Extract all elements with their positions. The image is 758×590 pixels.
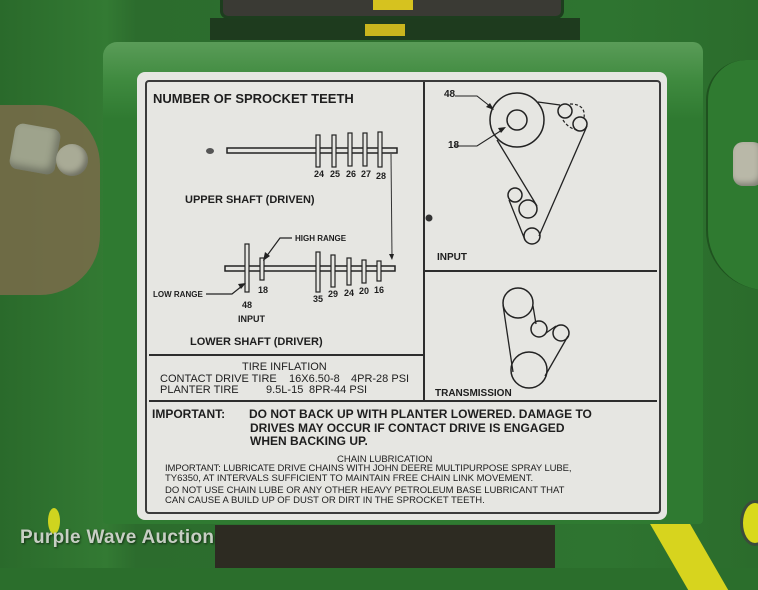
input-chain-diagram [425, 92, 588, 245]
chain-lube-line: TY6350, AT INTERVALS SUFFICIENT TO MAINT… [165, 473, 534, 484]
lower-tooth-35: 35 [313, 294, 324, 304]
divider-vertical [423, 82, 425, 400]
tire-inflation-title: TIRE INFLATION [242, 361, 327, 373]
tire-name: CONTACT DRIVE TIRE [160, 373, 277, 385]
high-range-label: HIGH RANGE [295, 234, 347, 243]
tire-size: 9.5L-15 [266, 384, 304, 396]
input-outer-label: 48 [444, 89, 456, 100]
instruction-decal: NUMBER OF SPROCKET TEETH 24 25 26 27 28 … [137, 72, 667, 520]
divider-horizontal [149, 400, 657, 402]
tire-rating: 8PR-44 PSI [309, 384, 368, 396]
important-prefix: IMPORTANT: [152, 407, 226, 421]
lower-tooth-24: 24 [344, 288, 355, 298]
tire-shadow [215, 525, 555, 568]
lower-tooth-29: 29 [328, 289, 339, 299]
yellow-part [373, 0, 413, 10]
lower-shaft-label: LOWER SHAFT (DRIVER) [190, 336, 323, 348]
upper-tooth-25: 25 [330, 169, 341, 179]
sprocket-title: NUMBER OF SPROCKET TEETH [153, 91, 354, 106]
hex-bolt-icon [733, 142, 758, 186]
tire-rating: 4PR-28 PSI [351, 373, 410, 385]
decal-border [145, 80, 661, 514]
transmission-chain-diagram [502, 287, 570, 389]
input-inner-label: 18 [448, 140, 460, 151]
backup-warning-line: DRIVES MAY OCCUR IF CONTACT DRIVE IS ENG… [250, 421, 565, 435]
input-diagram-label: INPUT [437, 252, 467, 263]
tire-name: PLANTER TIRE [160, 384, 239, 396]
watermark: Purple Wave Auction [20, 527, 215, 548]
upper-tooth-27: 27 [361, 169, 372, 179]
input-tooth-48: 48 [242, 300, 253, 310]
bolt-tip [56, 144, 88, 176]
input-label: INPUT [238, 314, 265, 324]
chain-lube-line: DO NOT USE CHAIN LUBE OR ANY OTHER HEAVY… [165, 485, 565, 496]
tire-size: 16X6.50-8 [289, 373, 340, 385]
chain-lube-title: CHAIN LUBRICATION [337, 454, 433, 465]
backup-warning-line: WHEN BACKING UP. [250, 434, 368, 448]
upper-tooth-26: 26 [346, 169, 357, 179]
chain-lube-line: CAN CAUSE A BUILD UP OF DUST OR DIRT IN … [165, 495, 485, 506]
shaft-diagram [206, 131, 398, 295]
backup-warning-line: DO NOT BACK UP WITH PLANTER LOWERED. DAM… [249, 407, 592, 421]
divider-horizontal [425, 270, 657, 272]
divider-horizontal [149, 354, 425, 356]
chain-lube-line: IMPORTANT: LUBRICATE DRIVE CHAINS WITH J… [165, 463, 572, 474]
upper-tooth-24: 24 [314, 169, 325, 179]
top-window-frame [220, 0, 564, 19]
top-gap [210, 18, 580, 40]
yellow-part [365, 24, 405, 36]
lower-tooth-20: 20 [359, 286, 370, 296]
yellow-hole [48, 508, 60, 534]
low-range-label: LOW RANGE [153, 290, 203, 299]
transmission-label: TRANSMISSION [435, 388, 512, 399]
hex-bolt-icon [8, 122, 62, 176]
input-tooth-18: 18 [258, 285, 269, 295]
upper-tooth-28: 28 [376, 171, 387, 181]
upper-shaft-label: UPPER SHAFT (DRIVEN) [185, 194, 315, 206]
lower-tooth-16: 16 [374, 285, 385, 295]
yellow-hole [740, 500, 758, 546]
